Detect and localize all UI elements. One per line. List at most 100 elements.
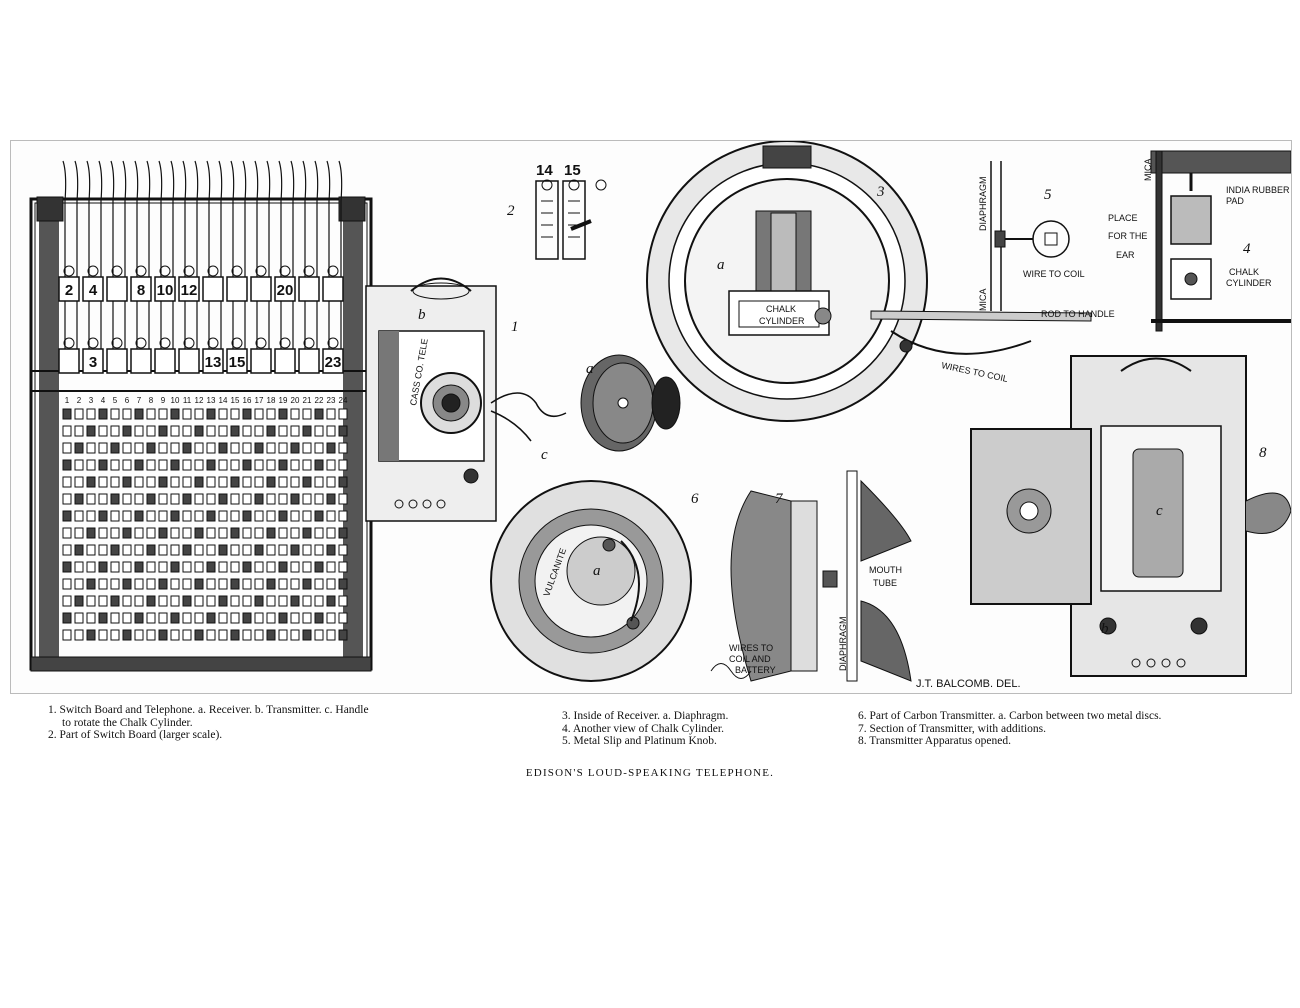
switchboard-jack [86, 578, 96, 590]
switchboard-jack [314, 459, 324, 471]
switchboard-jack [74, 527, 84, 539]
switchboard-jack [338, 544, 348, 556]
switchboard-jack [314, 442, 324, 454]
switchboard-tag-ring [135, 337, 147, 349]
label-chalk: CHALK [766, 304, 796, 314]
switchboard-jack [230, 476, 240, 488]
switchboard-jack [122, 476, 132, 488]
switchboard-tag [82, 348, 104, 374]
switchboard-jack [230, 629, 240, 641]
switchboard-jack [254, 510, 264, 522]
switchboard-tag-ring [63, 337, 75, 349]
switchboard-tag [298, 348, 320, 374]
switchboard-tag [322, 348, 344, 374]
switchboard-jack [218, 425, 228, 437]
switchboard-jack [302, 442, 312, 454]
switchboard-column-number: 12 [195, 396, 204, 405]
switchboard-jack [218, 561, 228, 573]
switchboard-jack [278, 408, 288, 420]
switchboard-jack [122, 408, 132, 420]
switchboard-tag-ring [231, 337, 243, 349]
switchboard-jack [242, 527, 252, 539]
switchboard-jack [266, 595, 276, 607]
switchboard-jack [182, 493, 192, 505]
switchboard-jack [326, 527, 336, 539]
caption-column-3: 6. Part of Carbon Transmitter. a. Carbon… [858, 710, 1161, 748]
label-diaphragm-fig5: DIAPHRAGM [978, 176, 988, 231]
switchboard-jack [74, 425, 84, 437]
switchboard-jack [194, 612, 204, 624]
switchboard-column-number: 9 [161, 396, 166, 405]
switchboard-jack [254, 442, 264, 454]
switchboard-jack [278, 629, 288, 641]
switchboard-jack [254, 493, 264, 505]
switchboard-jack [86, 561, 96, 573]
switchboard-tag [130, 348, 152, 374]
switchboard-jack [62, 442, 72, 454]
switchboard-tag-ring [303, 265, 315, 277]
label-diaphragm-fig7: DIAPHRAGM [838, 616, 848, 671]
switchboard-jack [254, 578, 264, 590]
switchboard-jack [134, 425, 144, 437]
switchboard-jack [230, 510, 240, 522]
switchboard-wire [86, 160, 91, 371]
switchboard-jack [218, 612, 228, 624]
switchboard-jack [278, 561, 288, 573]
switchboard-jack [206, 612, 216, 624]
switchboard-tag-label: 4 [89, 282, 98, 299]
switchboard-wire [62, 160, 67, 371]
switchboard-jack [230, 612, 240, 624]
switchboard-tag [58, 276, 80, 302]
switchboard-tag-ring [111, 265, 123, 277]
switchboard-jack [242, 578, 252, 590]
switchboard-jack [290, 408, 300, 420]
switchboard-jack [290, 476, 300, 488]
caption-line: 5. Metal Slip and Platinum Knob. [562, 735, 717, 747]
switchboard-jack [266, 612, 276, 624]
label-for-the: FOR THE [1108, 231, 1147, 241]
switchboard-jack [302, 510, 312, 522]
switchboard-jack [266, 544, 276, 556]
switchboard-jack [62, 476, 72, 488]
switchboard-jack [266, 476, 276, 488]
switchboard-jack [302, 493, 312, 505]
switchboard-jack [86, 493, 96, 505]
switchboard-jack [74, 561, 84, 573]
switchboard-jack [254, 544, 264, 556]
switchboard-jack [182, 595, 192, 607]
switchboard-jack [302, 425, 312, 437]
switchboard-jack [98, 578, 108, 590]
switchboard-jack [242, 544, 252, 556]
switchboard-jack [206, 459, 216, 471]
switchboard-jack [134, 408, 144, 420]
switchboard-jack [122, 510, 132, 522]
switchboard-jack [158, 629, 168, 641]
switchboard-jack [206, 442, 216, 454]
switchboard-jack [338, 459, 348, 471]
switchboard-column-number: 2 [77, 396, 82, 405]
switchboard-jack [206, 629, 216, 641]
switchboard-jack [194, 476, 204, 488]
switchboard-jack [326, 459, 336, 471]
switchboard-jack [218, 493, 228, 505]
switchboard-jack [194, 493, 204, 505]
switchboard-jack [170, 629, 180, 641]
label-place: PLACE [1108, 213, 1138, 223]
switchboard-jack [98, 476, 108, 488]
switchboard-jack [254, 561, 264, 573]
switchboard-jack [86, 425, 96, 437]
switchboard-tag [82, 276, 104, 302]
switchboard-jack [314, 510, 324, 522]
switchboard-jack [290, 527, 300, 539]
switchboard-jack [266, 425, 276, 437]
switchboard-jack [134, 476, 144, 488]
switchboard-jack [182, 578, 192, 590]
switchboard-jack [110, 527, 120, 539]
switchboard-jack [194, 408, 204, 420]
switchboard-tag [298, 276, 320, 302]
switchboard-wire [242, 160, 247, 371]
switchboard-jack [170, 408, 180, 420]
switchboard-tag-ring [303, 337, 315, 349]
caption-line: 1. Switch Board and Telephone. a. Receiv… [48, 704, 369, 716]
switchboard-jack [170, 595, 180, 607]
